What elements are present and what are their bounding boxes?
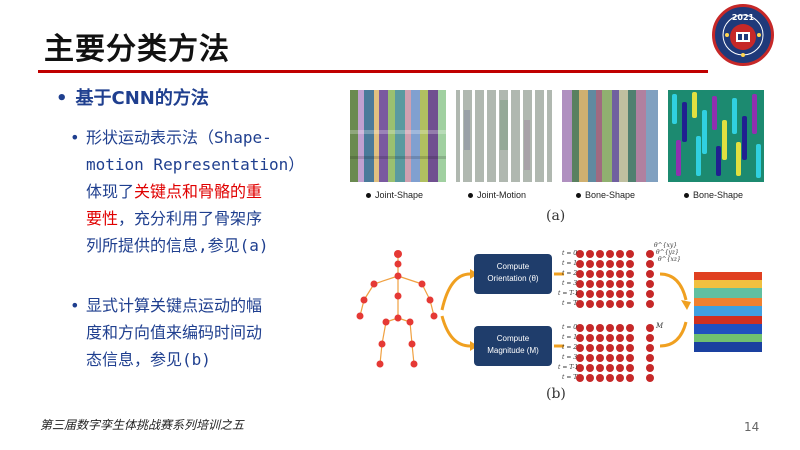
figure-b: Compute Orientation (θ) Compute Magnitud… [350,240,770,410]
bullet-marker: • [70,296,80,315]
page-number: 14 [744,420,760,434]
magnitude-label: M [656,322,664,330]
theta-label: θ^{xy} [654,242,678,249]
text-span: 体现了 [86,182,135,201]
row-label: t = T-1 [558,290,579,297]
caption-text: Joint-Shape [375,190,424,200]
text-line: 显式计算关键点运动的幅 [86,296,263,315]
text-line: 体现了关键点和骨骼的重 [86,178,336,205]
caption-joint-shape: Joint-Shape [366,190,423,200]
compute-orientation-box: Compute Orientation (θ) [474,254,552,294]
caption-joint-motion: Joint-Motion [468,190,526,200]
theta-label: θ^{xz} [658,256,681,263]
output-heatmap [694,272,762,352]
row-label: t = T [562,300,578,307]
stripe-pattern-image [668,90,764,182]
bone-shape-image-2 [668,90,764,182]
caption-bone-shape-2: Bone-Shape [684,190,743,200]
orientation-grid [576,250,654,308]
figure-b-label: (b) [546,386,566,402]
joint-shape-image [350,90,446,182]
stripe-pattern-image [456,90,552,182]
logo-emblem-icon [722,14,764,57]
box-line: Compute [496,262,530,271]
figure-a: Joint-Shape Joint-Motion Bone-Shape Bone… [350,90,770,230]
highlight-text: 要性 [86,209,119,228]
caption-text: Joint-Motion [477,190,527,200]
bullet-text: 基于CNN的方法 [75,88,209,109]
skeleton-joints [356,250,438,368]
joint-motion-image [456,90,552,182]
caption-text: Bone-Shape [585,190,636,200]
caption-text: Bone-Shape [693,190,744,200]
logo-year: 2021 [731,13,755,22]
skeleton-graph [359,254,435,365]
bone-shape-image [562,90,658,182]
box-line: Orientation (θ) [487,274,539,283]
bullet-cnn-methods: • 基于CNN的方法 [56,84,209,110]
compute-magnitude-box: Compute Magnitude (M) [474,326,552,366]
box-line: Magnitude (M) [487,346,539,355]
figure-b-diagram [356,250,762,382]
text-line: 态信息，参见(b) [86,350,211,369]
bullet-marker: • [56,88,68,109]
stripe-pattern-image [562,90,658,182]
competition-logo: 2021 [712,4,774,66]
magnitude-grid [576,324,654,382]
slide-title: 主要分类方法 [44,32,230,67]
caption-bone-shape: Bone-Shape [576,190,635,200]
caption-bullet [576,193,581,199]
row-label: t = 1 [562,334,578,341]
text-line: 形状运动表示法（Shape- [86,128,272,147]
row-label: t = 2 [562,344,578,351]
flow-arrows [440,272,688,348]
theta-label: θ^{yz} [656,249,679,256]
row-label: t = 1 [562,260,578,267]
box-line: Compute [496,334,530,343]
row-label: t = 2 [562,270,578,277]
row-label: t = 0 [562,250,578,257]
stripe-pattern-image [350,90,446,182]
text-line: 列所提供的信息,参见(a) [86,236,269,255]
title-underline [38,70,708,73]
sub-bullet-explicit-motion: • 显式计算关键点运动的幅 度和方向值来编码时间动 态信息，参见(b) [70,292,336,373]
row-label: t = 3 [562,280,578,287]
caption-bullet [366,193,371,199]
footer-text: 第三届数字孪生体挑战赛系列培训之五 [40,418,245,432]
bullet-marker: • [70,128,80,147]
row-label: t = 3 [562,354,578,361]
text-line: motion Representation） [86,155,305,174]
figure-a-label: (a) [546,208,566,224]
sub-bullet-shape-motion: • 形状运动表示法（Shape- motion Representation） … [70,124,336,259]
highlight-text: 关键点和骨骼的重 [134,182,263,201]
text-span: ，充分利用了骨架序 [118,209,263,228]
caption-bullet [684,193,689,199]
text-line: 度和方向值来编码时间动 [86,323,263,342]
caption-bullet [468,193,473,199]
row-label: t = T [562,374,578,381]
row-label: t = T-1 [558,364,579,371]
text-line: 要性，充分利用了骨架序 [86,205,336,232]
row-label: t = 0 [562,324,578,331]
